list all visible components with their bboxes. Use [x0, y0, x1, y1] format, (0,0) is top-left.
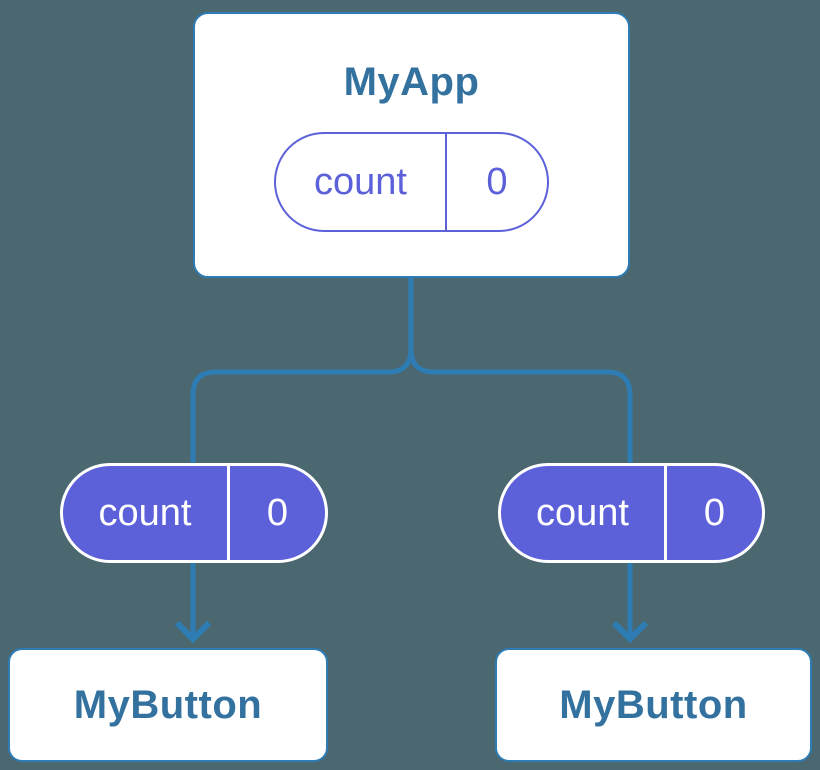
branch-line-left	[190, 348, 414, 636]
state-name: count	[98, 491, 192, 534]
child-component-card-left: MyButton	[8, 648, 328, 762]
root-state-pill: count 0	[274, 132, 549, 232]
child-state-pill-right: count 0	[498, 463, 765, 563]
child-component-card-right: MyButton	[495, 648, 812, 762]
root-component-card: MyApp count 0	[193, 12, 630, 278]
state-value: 0	[227, 466, 325, 560]
branch-line-right	[408, 348, 633, 636]
arrowhead-down-icon	[611, 620, 649, 644]
child-component-title: MyButton	[559, 683, 748, 727]
state-value: 0	[445, 134, 547, 230]
state-value: 0	[664, 466, 762, 560]
state-name: count	[314, 160, 407, 203]
root-component-title: MyApp	[343, 60, 480, 104]
state-name: count	[536, 491, 629, 534]
child-state-pill-left: count 0	[60, 463, 328, 563]
child-component-title: MyButton	[73, 683, 263, 727]
arrowhead-down-icon	[174, 620, 212, 644]
